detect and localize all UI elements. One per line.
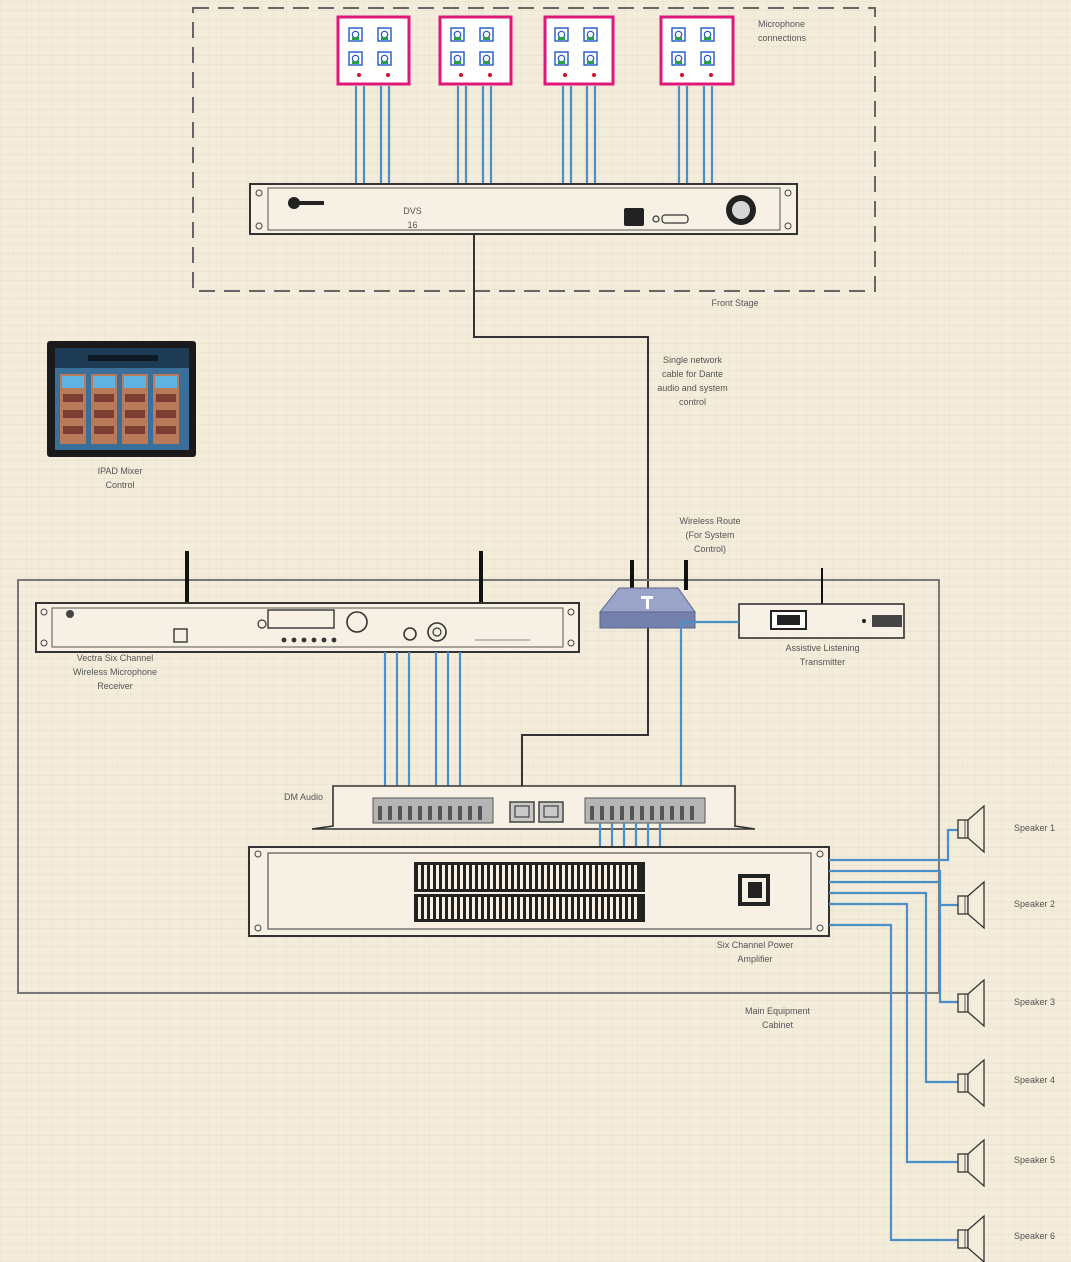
mic-box-3 (543, 15, 615, 86)
mic-socket-icon (583, 27, 598, 42)
mic-socket-icon (450, 51, 465, 66)
mic-socket-icon (377, 27, 392, 42)
label-dsp-unit: DM Audio (284, 792, 324, 802)
label-wireless-router: Wireless Route (For System Control) (679, 516, 741, 554)
label-microphone-connections: Microphone connections (758, 19, 807, 43)
label-power-amp: Six Channel Power Amplifier (716, 940, 794, 964)
dsp-processor-unit (311, 785, 756, 830)
antenna-icon (185, 551, 483, 604)
equipment-cabinet (17, 579, 940, 994)
label-speaker-2: Speaker 2 (1014, 899, 1056, 909)
label-speaker-1: Speaker 1 (1014, 823, 1056, 833)
power-amplifier-rack-unit (248, 846, 830, 937)
ipad-tablet-icon (47, 341, 196, 457)
wireless-receiver-rack-unit (35, 602, 580, 653)
label-network-cable: Single network cable for Dante audio and… (657, 355, 728, 407)
mic-socket-icon (671, 51, 686, 66)
label-ipad: IPAD Mixer Control (97, 466, 143, 490)
mic-socket-icon (671, 27, 686, 42)
mic-box-4 (659, 15, 735, 86)
mic-socket-icon (377, 51, 392, 66)
speaker-icon (957, 1215, 985, 1262)
label-speaker-5: Speaker 5 (1014, 1155, 1056, 1165)
mic-box-1 (336, 15, 411, 86)
label-speaker-6: Speaker 6 (1014, 1231, 1056, 1241)
mic-socket-icon (700, 51, 715, 66)
stagebox-rack-unit (249, 183, 798, 235)
mic-socket-icon (700, 27, 715, 42)
mic-socket-icon (554, 51, 569, 66)
network-cable (473, 234, 649, 805)
mic-socket-icon (479, 51, 494, 66)
mic-box-2 (438, 15, 513, 86)
label-wireless-receiver: Vectra Six Channel Wireless Microphone R… (72, 653, 158, 691)
mic-socket-icon (450, 27, 465, 42)
speaker-cables (829, 828, 958, 1242)
receiver-cables (383, 652, 462, 800)
label-speaker-4: Speaker 4 (1014, 1075, 1056, 1085)
speaker-icon (957, 805, 985, 853)
dsp-amp-cables (598, 823, 662, 848)
wireless-router-icon (598, 560, 696, 629)
label-front-stage: Front Stage (711, 298, 759, 308)
assistive-listening-transmitter (738, 568, 905, 639)
mic-cables (354, 86, 714, 184)
mic-socket-icon (348, 51, 363, 66)
mic-socket-icon (348, 27, 363, 42)
label-assistive-listening: Assistive Listening Transmitter (785, 643, 860, 667)
transmitter-cable (679, 620, 739, 800)
mic-socket-icon (479, 27, 494, 42)
speaker-icon (957, 881, 985, 929)
label-speaker-3: Speaker 3 (1014, 997, 1056, 1007)
label-cabinet: Main Equipment Cabinet (744, 1006, 811, 1030)
speaker-icon (957, 1139, 985, 1187)
speaker-icon (957, 1059, 985, 1107)
label-stagebox: DVS 16 (403, 206, 422, 230)
mic-socket-icon (554, 27, 569, 42)
speaker-icon (957, 979, 985, 1027)
front-stage-enclosure (192, 7, 876, 292)
mic-socket-icon (583, 51, 598, 66)
